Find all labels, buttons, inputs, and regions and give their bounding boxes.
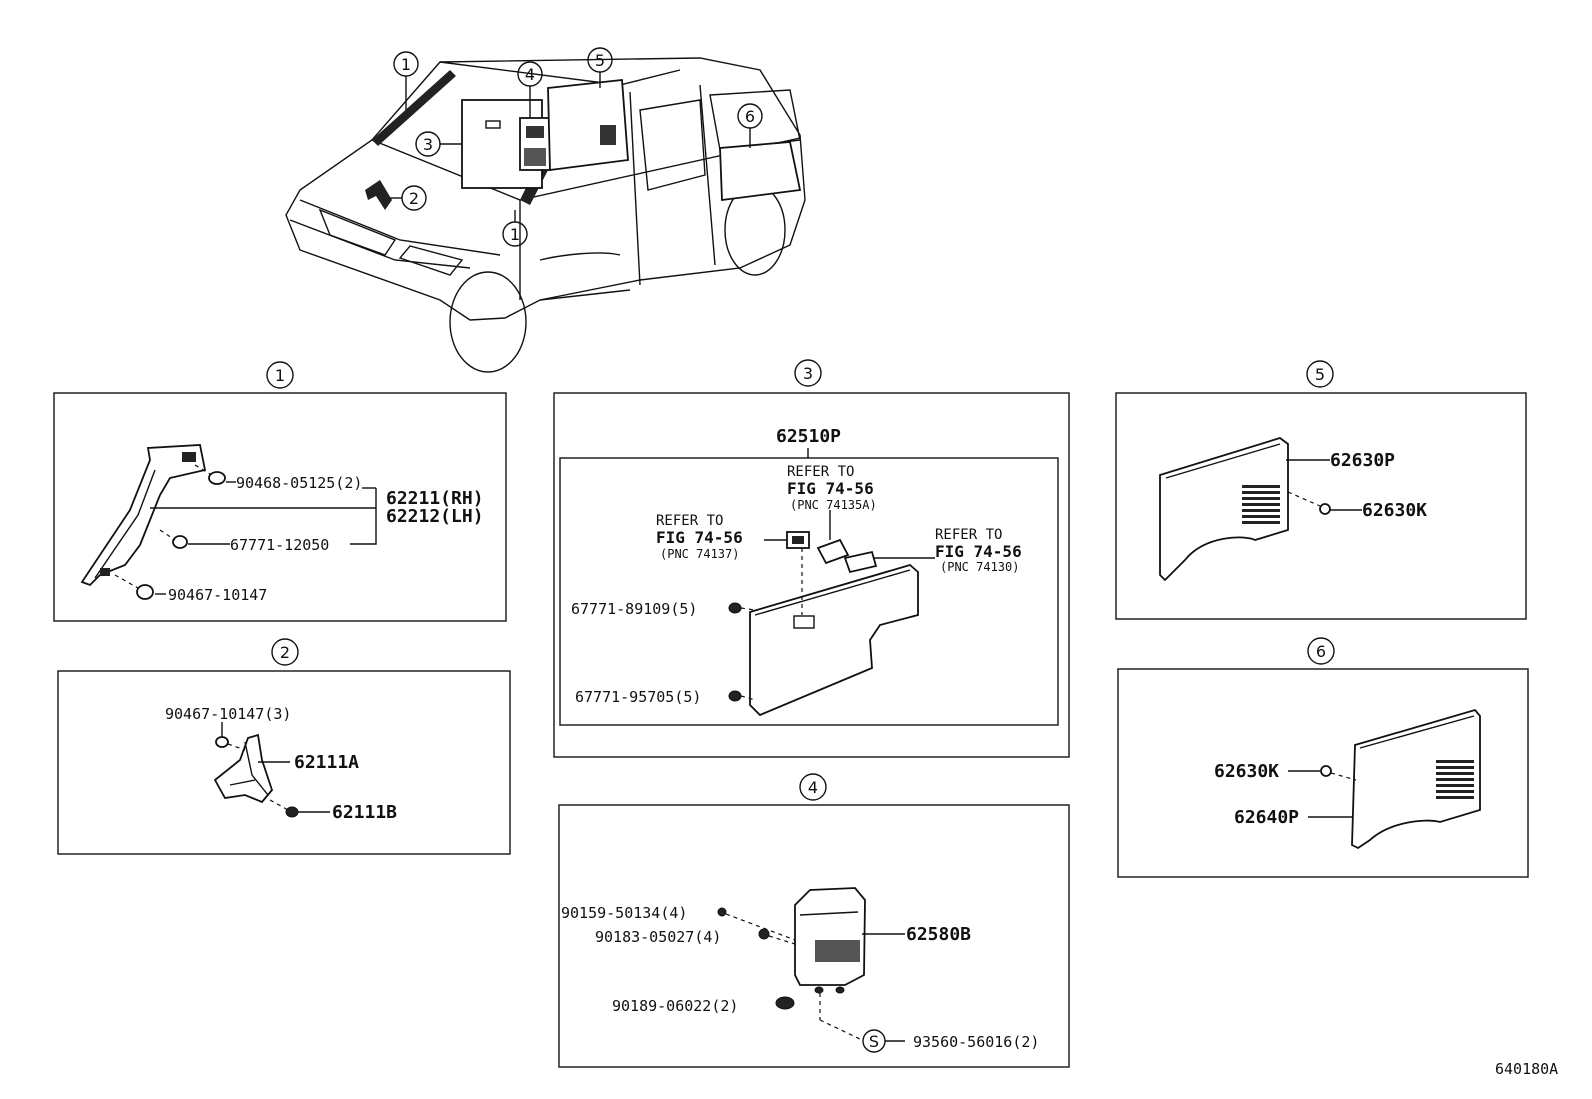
section-4-callout: 4 <box>808 778 818 797</box>
figure-code: 640180A <box>1495 1060 1558 1078</box>
part-label-62111B: 62111B <box>332 802 397 823</box>
section-4: 4 S 90159-50134(4) 90183-05027(4) 90189-… <box>558 773 1070 1068</box>
section-1: 1 90468-05125(2) 67771-12050 90467-10147… <box>53 361 507 622</box>
part-label-90189: 90189-06022(2) <box>612 997 738 1015</box>
callout-label: 6 <box>745 107 755 126</box>
ref-note-line: FIG 74-56 <box>935 542 1022 561</box>
part-label-62630P: 62630P <box>1330 450 1395 471</box>
bolt-icon <box>775 996 795 1010</box>
section-6: 6 62630K 62640P <box>1117 637 1529 878</box>
screw-icon <box>208 471 226 485</box>
callout-label: 1 <box>510 225 520 244</box>
section-6-box <box>1117 668 1529 878</box>
clip-icon <box>1319 503 1331 515</box>
clip-icon <box>1320 765 1332 777</box>
part-label-62212: 62212(LH) <box>386 506 484 527</box>
clip-icon <box>728 602 742 614</box>
nut-icon <box>758 928 770 940</box>
section-3-inner-box <box>559 457 1059 726</box>
part-label-90159: 90159-50134(4) <box>561 904 687 922</box>
part-label-62211: 62211(RH) <box>386 488 484 509</box>
section-3: 3 62510P 67771-89109(5) 67771-95705(5) R… <box>553 359 1070 758</box>
callout-label: 1 <box>401 55 411 74</box>
section-5-callout: 5 <box>1315 365 1325 384</box>
part-label-93560: 93560-56016(2) <box>913 1033 1039 1051</box>
part-label-62640P: 62640P <box>1234 807 1299 828</box>
callout-1-top: 1 <box>393 51 419 110</box>
cover-part <box>794 887 866 986</box>
part-label-62630K: 62630K <box>1362 500 1427 521</box>
ref-note-line: (PNC 74137) <box>660 547 739 561</box>
section-5: 5 62630P 62630K <box>1115 360 1527 620</box>
part-label-62580B: 62580B <box>906 924 971 945</box>
callout-5-top: 5 <box>587 47 613 88</box>
fastener-icon <box>136 584 154 600</box>
garnish-trim <box>213 733 274 804</box>
callout-3-top: 3 <box>415 131 462 157</box>
callout-1-bottom: 1 <box>502 210 528 247</box>
section-3-box <box>553 392 1070 758</box>
part-label-62630K: 62630K <box>1214 761 1279 782</box>
part-label-90183: 90183-05027(4) <box>595 928 721 946</box>
part-label-62111A: 62111A <box>294 752 359 773</box>
quarter-panel <box>1159 437 1289 582</box>
part-label-67771-89109: 67771-89109(5) <box>571 600 697 618</box>
screw-icon <box>717 907 727 917</box>
callout-label: 3 <box>423 135 433 154</box>
clip-icon <box>728 690 742 702</box>
clip-icon <box>215 736 229 748</box>
ref-note-line: REFER TO <box>787 464 854 480</box>
section-2-callout: 2 <box>280 643 290 662</box>
part-label-62510P: 62510P <box>776 426 841 447</box>
ref-note-line: FIG 74-56 <box>656 528 743 547</box>
section-1-box <box>53 392 507 622</box>
ref-note-line: FIG 74-56 <box>787 479 874 498</box>
screw-icon <box>285 806 299 818</box>
clip-icon <box>172 535 188 549</box>
section-5-box <box>1115 392 1527 620</box>
side-panel <box>749 563 919 717</box>
section-6-callout: 6 <box>1316 642 1326 661</box>
callout-label: 5 <box>595 51 605 70</box>
part-label-90467: 90467-10147(3) <box>165 705 291 723</box>
ref-note-line: REFER TO <box>656 513 723 529</box>
section-3-callout: 3 <box>803 364 813 383</box>
part-label-67771-95705: 67771-95705(5) <box>575 688 701 706</box>
ref-note-line: (PNC 74135A) <box>790 498 877 512</box>
section-1-callout: 1 <box>275 366 285 385</box>
callout-label: 4 <box>525 65 535 84</box>
part-label-90467: 90467-10147 <box>168 586 267 604</box>
callout-2-top: 2 <box>390 185 427 211</box>
section-4-box <box>558 804 1070 1068</box>
section-2-box <box>57 670 511 855</box>
ref-note-line: REFER TO <box>935 527 1002 543</box>
part-label-67771: 67771-12050 <box>230 536 329 554</box>
ref-note-line: (PNC 74130) <box>940 560 1019 574</box>
callout-label: 2 <box>409 189 419 208</box>
part-label-90468: 90468-05125(2) <box>236 474 362 492</box>
callout-6-top: 6 <box>737 103 763 148</box>
section-2: 2 90467-10147(3) 62111A 62111B <box>57 638 511 855</box>
quarter-panel-rear <box>1351 708 1481 850</box>
s-symbol-label: S <box>869 1032 879 1051</box>
van-overview: 1 4 5 3 6 2 1 <box>285 47 806 373</box>
pillar-trim <box>80 444 207 587</box>
callout-4-top: 4 <box>517 61 543 118</box>
